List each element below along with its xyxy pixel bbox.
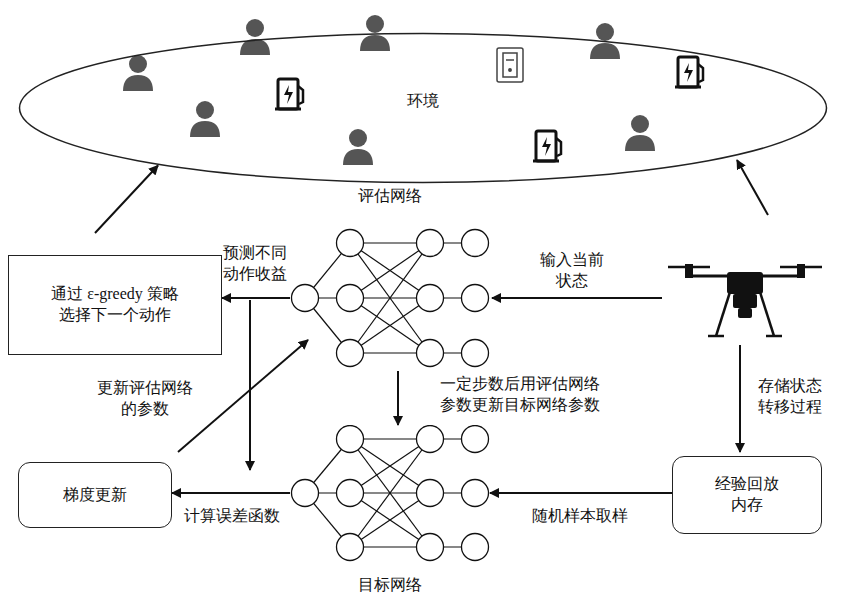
memory-box: 经验回放 内存	[672, 456, 822, 534]
node-text: 通过 ε-greedy 策略 选择下一个动作	[47, 284, 183, 326]
connector	[490, 492, 672, 494]
annotation-label: 存储状态 转移过程	[754, 376, 826, 418]
network-links	[305, 243, 475, 353]
neuron	[417, 480, 444, 507]
link	[350, 493, 430, 547]
neuron	[462, 230, 489, 257]
connector	[172, 492, 290, 494]
charger-icons	[275, 57, 703, 161]
edge-label: 一定步数后用评估网络 参数更新目标网络参数	[434, 374, 606, 416]
connector	[222, 297, 290, 299]
link	[350, 243, 430, 298]
environment-ellipse: 环境	[18, 32, 828, 184]
neuron	[337, 426, 364, 453]
link	[350, 298, 430, 353]
evaluation-network: 评估网络	[290, 186, 490, 369]
target-network: 目标网络	[290, 425, 490, 602]
policy-box: 通过 ε-greedy 策略 选择下一个动作	[8, 255, 222, 355]
node-text: 梯度更新	[35, 485, 155, 506]
network-graph	[290, 186, 490, 369]
network-graph	[290, 425, 490, 602]
neuron	[462, 340, 489, 367]
link	[350, 298, 430, 353]
link	[350, 439, 430, 493]
neuron	[462, 285, 489, 312]
neuron	[462, 534, 489, 561]
edge-label: 计算误差函数	[180, 506, 284, 527]
node-text: 目标网络	[290, 575, 490, 596]
link	[350, 439, 430, 493]
neuron	[462, 480, 489, 507]
network-links	[305, 439, 475, 547]
edge-label: 更新评估网络 的参数	[95, 378, 195, 420]
process-box: 梯度更新	[18, 462, 172, 528]
connector	[178, 340, 308, 452]
server-icon	[497, 48, 523, 82]
neuron	[417, 230, 444, 257]
neuron	[337, 285, 364, 312]
annotation-label: 输入当前 状态	[536, 250, 608, 292]
neuron	[292, 480, 319, 507]
neuron	[417, 340, 444, 367]
edge-label: 预测不同 动作收益	[217, 243, 293, 285]
edge-label: 随机样本取样	[528, 506, 632, 527]
link	[350, 493, 430, 547]
neuron	[337, 230, 364, 257]
neuron	[337, 534, 364, 561]
drone	[668, 264, 822, 336]
connector	[397, 371, 399, 425]
neuron	[292, 285, 319, 312]
connector	[95, 165, 158, 233]
neuron	[417, 534, 444, 561]
neuron	[462, 426, 489, 453]
neuron	[337, 340, 364, 367]
ellipse-line	[20, 34, 827, 183]
link	[350, 243, 430, 298]
node-text: 评估网络	[290, 186, 490, 207]
neuron	[337, 480, 364, 507]
person-icons	[123, 15, 655, 165]
node-text: 经验回放 内存	[714, 474, 780, 516]
layout-arrows	[250, 160, 768, 470]
neuron	[417, 426, 444, 453]
neuron	[417, 285, 444, 312]
node-text: 环境	[407, 91, 439, 112]
